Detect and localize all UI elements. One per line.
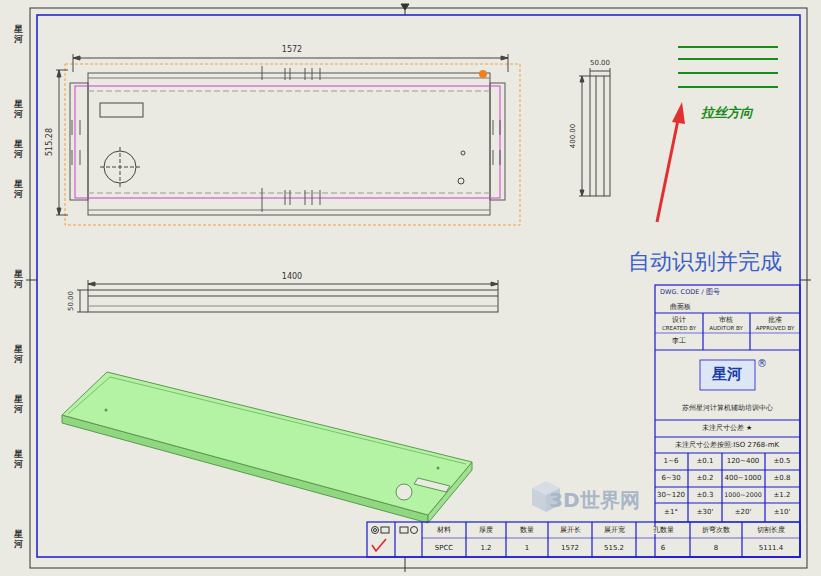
margin-watermark: 星河 [13, 530, 24, 550]
title-block-text: APPROVED BY [755, 325, 796, 331]
margin-watermark: 星河 [13, 100, 24, 120]
title-block-text: 批准 [767, 316, 783, 324]
table-cell: 515.2 [603, 544, 625, 552]
margin-watermark: 星河 [13, 180, 24, 200]
title-block-text: 曲面板 [669, 303, 692, 311]
direction-note: 拉丝方向 [700, 106, 754, 121]
inner-frame [37, 15, 800, 557]
title-block-text: CREATED BY [661, 325, 697, 331]
table-cell: 400~1000 [723, 474, 762, 482]
table-cell: ±0.2 [696, 474, 715, 482]
table-header: 材料 [436, 526, 452, 534]
title-block-text: 审核 [718, 316, 734, 324]
table-cell: ±0.1 [696, 457, 715, 465]
front-view [77, 280, 498, 312]
table-cell: ±0.3 [696, 491, 715, 499]
table-header: 厚度 [478, 526, 494, 534]
title-block [367, 285, 800, 557]
margin-watermark: 星河 [13, 140, 24, 160]
table-cell: ±30' [696, 508, 715, 516]
logo-text: 星河 [712, 366, 742, 383]
title-block-text: 未注尺寸公差 ★ [701, 424, 754, 432]
table-cell: ±0.8 [773, 474, 792, 482]
brush-lines [678, 47, 778, 87]
callout-arrow [657, 102, 685, 222]
logo-box [700, 360, 755, 390]
table-cell: ±1° [663, 508, 679, 516]
table-cell: 8 [713, 544, 719, 552]
table-cell: ±10' [773, 508, 792, 516]
outer-frame [30, 8, 807, 568]
title-block-text: 未注尺寸公差按照:ISO 2768-mK [674, 441, 780, 449]
table-cell: 6~30 [660, 474, 681, 482]
table-header: 数量 [519, 526, 535, 534]
watermark: 3D世界网 [549, 489, 640, 512]
table-cell: SPCC [434, 544, 454, 552]
table-cell: 30~120 [656, 491, 686, 499]
table-header: 展开长 [559, 526, 582, 534]
title-block-text: DWG. CODE / 图号 [659, 289, 721, 296]
dimension-text: 1400 [281, 272, 303, 281]
margin-watermark: 星河 [13, 395, 24, 415]
margin-watermark: 星河 [13, 25, 24, 45]
title-block-text: 设计 [671, 316, 687, 324]
dimension-text: 515.28 [45, 127, 54, 157]
table-header: 折弯次数 [701, 526, 731, 534]
table-cell: 120~400 [726, 457, 761, 465]
margin-watermark: 星河 [13, 270, 24, 290]
table-header: 展开宽 [603, 526, 626, 534]
dimension-text: 50.00 [67, 290, 75, 312]
title-block-text: AUDITOR BY [708, 325, 744, 331]
logo-mark: ® [757, 358, 767, 370]
projection-symbols [372, 527, 418, 552]
table-cell: ±20' [734, 508, 753, 516]
top-view [56, 54, 520, 225]
table-header: 切割长度 [756, 526, 786, 534]
table-cell: 6 [660, 544, 666, 552]
table-cell: ±1.2 [773, 491, 792, 499]
dimension-text: 1572 [281, 45, 303, 54]
isometric-part [62, 372, 472, 523]
margin-watermark: 星河 [13, 345, 24, 365]
table-cell: 1000~2000 [723, 491, 762, 498]
centre-marks [26, 4, 811, 572]
dimension-text: 50.00 [589, 59, 611, 67]
table-cell: 1572 [560, 544, 580, 552]
table-cell: 1 [524, 544, 530, 552]
table-cell: 1~6 [663, 457, 680, 465]
table-cell: 5111.4 [758, 544, 785, 552]
dimension-text: 400.00 [569, 123, 577, 150]
table-cell: ±0.5 [773, 457, 792, 465]
callout-note: 自动识别并完成 [627, 249, 783, 274]
table-cell: 1.2 [479, 544, 492, 552]
company-name: 苏州星河计算机辅助培训中心 [681, 404, 774, 412]
margin-watermark: 星河 [13, 450, 24, 470]
table-header: 孔数量 [652, 526, 675, 534]
title-block-text: 李工 [671, 337, 687, 345]
side-view [579, 68, 610, 196]
